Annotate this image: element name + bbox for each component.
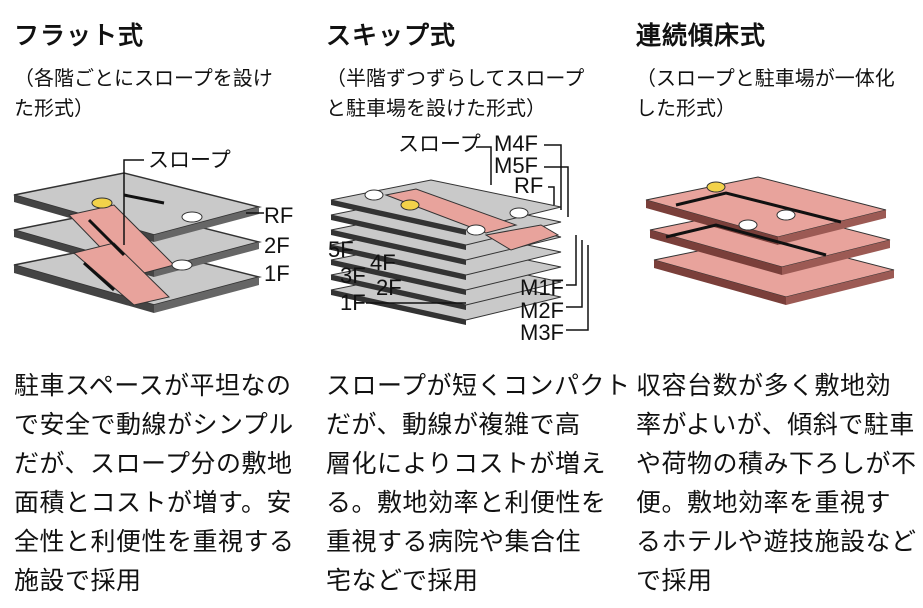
diagram-skip: スロープ M4F M5F RF 5F 4F 3F 2F 1F M1F M2F M… <box>326 125 626 355</box>
slope-ramp <box>72 242 171 306</box>
subtitle-line: た形式） <box>14 96 94 120</box>
desc-line: や荷物の積み下ろしが不 <box>636 449 917 478</box>
subtitle-line: （各階ごとにスロープを設け <box>14 66 273 90</box>
car-icon <box>466 224 486 236</box>
desc-flat: 駐車スペースが平坦なの で安全で動線がシンプル だが、スロープ分の敷地 面積とコ… <box>14 366 314 600</box>
desc-line: る。敷地効率と利便性を <box>326 488 607 517</box>
label-rf: RF <box>514 173 543 198</box>
desc-line: 駐車スペースが平坦なの <box>14 371 292 400</box>
desc-line: 便。敷地効率を重視す <box>636 488 892 517</box>
desc-line: で採用 <box>636 566 713 595</box>
desc-line: 全性と利便性を重視する <box>14 527 295 556</box>
subtitle-line: （半階ずつずらしてスロープ <box>326 66 585 90</box>
title-skip: スキップ式 <box>326 21 457 50</box>
title-flat: フラット式 <box>14 21 145 50</box>
slope-ramp <box>384 188 518 234</box>
label-m4f: M4F <box>494 131 538 156</box>
diagram-flat: スロープ RF 2F 1F <box>13 125 314 355</box>
desc-skip: スロープが短くコンパクト だが、動線が複雑で高 層化によりコストが増え る。敷地… <box>326 366 631 600</box>
label-slope: スロープ <box>398 132 481 156</box>
desc-line: 層化によりコストが増え <box>326 449 607 478</box>
column-skip: スキップ式 （半階ずつずらしてスロープ と駐車場を設けた形式） <box>326 0 631 608</box>
subtitle-line: と駐車場を設けた形式） <box>326 96 546 120</box>
car-icon <box>509 207 529 219</box>
label-3f: 3F <box>340 263 366 288</box>
desc-line: スロープが短くコンパクト <box>326 371 631 400</box>
column-flat: フラット式 （各階ごとにスロープを設け た形式） <box>13 0 314 608</box>
subtitle-skip: （半階ずつずらしてスロープ と駐車場を設けた形式） <box>326 63 616 123</box>
subtitle-flat: （各階ごとにスロープを設け た形式） <box>14 63 304 123</box>
desc-line: 施設で採用 <box>14 566 142 595</box>
desc-continuous: 収容台数が多く敷地効 率がよいが、傾斜で駐車 や荷物の積み下ろしが不 便。敷地効… <box>636 366 923 600</box>
car-icon <box>171 259 193 271</box>
label-2f: 2F <box>376 275 402 300</box>
subtitle-line: （スロープと駐車場が一体化 <box>636 66 895 90</box>
car-icon <box>400 199 420 211</box>
label-5f: 5F <box>328 237 354 262</box>
desc-line: 率がよいが、傾斜で駐車 <box>636 410 915 439</box>
desc-line: だが、スロープ分の敷地 <box>14 449 293 478</box>
title-continuous: 連続傾床式 <box>636 21 767 50</box>
subtitle-line: した形式） <box>636 96 736 120</box>
desc-line: 重視する病院や集合住 <box>326 527 582 556</box>
label-1f: 1F <box>264 261 290 286</box>
car-icon <box>181 211 203 223</box>
desc-line: るホテルや遊技施設など <box>636 527 917 556</box>
label-m2f: M2F <box>520 298 564 323</box>
subtitle-continuous: （スロープと駐車場が一体化 した形式） <box>636 63 923 123</box>
label-m5f: M5F <box>494 153 538 178</box>
label-slope: スロープ <box>148 148 231 172</box>
desc-line: 面積とコストが増す。安 <box>14 488 293 517</box>
label-m1f: M1F <box>520 275 564 300</box>
label-2f: 2F <box>264 233 290 258</box>
label-m3f: M3F <box>520 320 564 345</box>
desc-line: 宅などで採用 <box>326 566 479 595</box>
car-icon <box>776 209 796 221</box>
car-icon <box>91 197 113 209</box>
slope-ramp <box>484 224 560 251</box>
car-icon <box>706 181 726 193</box>
label-4f: 4F <box>370 250 396 275</box>
diagram-continuous <box>636 125 923 355</box>
label-rf: RF <box>264 203 293 228</box>
label-1f: 1F <box>340 290 366 315</box>
car-icon <box>364 189 384 201</box>
desc-line: だが、動線が複雑で高 <box>326 410 581 439</box>
column-continuous: 連続傾床式 （スロープと駐車場が一体化 した形式） 収容台数が多く <box>636 0 923 608</box>
car-icon <box>738 219 758 231</box>
desc-line: 収容台数が多く敷地効 <box>636 371 892 400</box>
desc-line: で安全で動線がシンプル <box>14 410 294 439</box>
